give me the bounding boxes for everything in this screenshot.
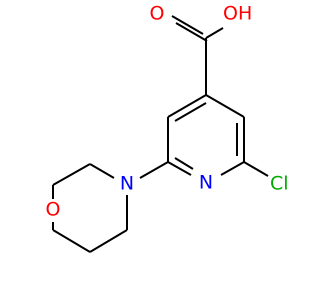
bonds xyxy=(52,15,269,253)
atom-labels: O OH N Cl N O xyxy=(46,3,289,221)
bond-carbonyl-double-a xyxy=(175,22,208,42)
atom-label-o-morpholine: O xyxy=(46,199,61,221)
bond-morph-ca-cb xyxy=(52,163,91,186)
bond-c3-c4-inner xyxy=(174,102,207,122)
atom-label-oh: OH xyxy=(223,3,252,25)
bond-c2-morph-n xyxy=(139,161,169,179)
atom-label-o-carbonyl: O xyxy=(150,3,165,25)
bond-c6-cl xyxy=(243,161,269,177)
bond-morph-cd-ce xyxy=(89,229,128,253)
molecule-structure-diagram: O OH N Cl N O xyxy=(46,3,289,253)
bond-morph-n-ca xyxy=(89,163,115,179)
bond-carboxyl-oh xyxy=(205,27,224,39)
bond-n1-c2-inner xyxy=(174,157,194,170)
bond-c3-c4 xyxy=(167,94,207,118)
bond-morph-cc-cd xyxy=(52,229,91,253)
atom-label-cl: Cl xyxy=(270,173,289,195)
bond-n1-c2 xyxy=(167,161,192,176)
bond-carbonyl-double-b xyxy=(171,15,204,35)
atom-label-n-ring: N xyxy=(199,172,213,194)
atom-label-n-morpholine: N xyxy=(120,173,134,195)
bond-c4-c5 xyxy=(205,94,245,118)
bond-c6-n1 xyxy=(220,161,245,176)
